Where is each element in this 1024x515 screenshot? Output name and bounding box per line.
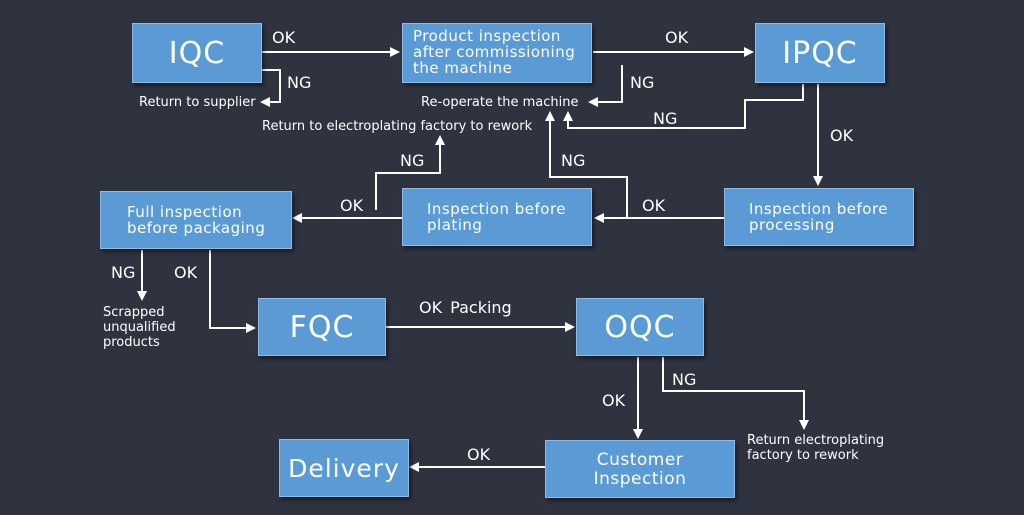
edge-label-oqc-ok: OK: [602, 391, 626, 410]
node-fqc-label: FQC: [289, 309, 355, 345]
arrow-plating-ng-to-reoperate: [545, 111, 628, 218]
edge-label-oqc-ng: NG: [672, 370, 697, 389]
edge-label-plating-ng-machine: NG: [561, 151, 586, 170]
note-return-electroplating: Return to electroplating factory to rewo…: [262, 119, 533, 134]
node-commissioning: Product inspection after commissioning t…: [402, 23, 592, 83]
edge-label-ipqc-ng: NG: [653, 109, 678, 128]
edge-label-full-ng: NG: [111, 263, 136, 282]
node-ipqc-label: IPQC: [782, 35, 858, 71]
note-return-electroplating-2: Return electroplating factory to rework: [747, 433, 885, 463]
arrow-full-ok-to-fqc: [209, 250, 256, 333]
node-ipqc: IPQC: [755, 23, 885, 83]
edge-label-plating-ng-rework: NG: [400, 151, 425, 170]
node-iqc: IQC: [132, 23, 262, 83]
node-full-inspection-label: Full inspection before packaging: [127, 203, 266, 237]
node-oqc-label: OQC: [604, 309, 676, 345]
node-delivery-label: Delivery: [288, 453, 400, 483]
note-reoperate: Re-operate the machine: [421, 95, 579, 110]
edge-label-iqc-ng: NG: [287, 73, 312, 92]
note-return-supplier: Return to supplier: [139, 95, 256, 110]
arrow-ipqc-ng-to-reoperate: [563, 84, 804, 129]
arrow-commissioning-ng-to-reoperate: [588, 65, 623, 107]
note-scrapped: Scrapped unqualified products: [103, 305, 176, 350]
node-before-plating-label: Inspection before plating: [427, 200, 567, 234]
arrow-plating-ng-to-rework: [375, 135, 445, 210]
node-before-processing: Inspection before processing: [724, 188, 914, 246]
node-before-plating: Inspection before plating: [402, 188, 592, 246]
edge-label-commissioning-ok: OK: [665, 28, 689, 47]
edge-label-plating-ok: OK: [340, 196, 364, 215]
node-customer-inspection-label: Customer Inspection: [593, 450, 687, 489]
edge-label-full-ok: OK: [174, 263, 198, 282]
edge-label-iqc-ok: OK: [272, 28, 296, 47]
edge-label-commissioning-ng: NG: [630, 73, 655, 92]
node-delivery: Delivery: [279, 439, 409, 497]
edge-label-customer-ok: OK: [467, 445, 491, 464]
node-full-inspection: Full inspection before packaging: [100, 191, 292, 249]
arrow-oqc-ng-to-rework: [662, 357, 809, 430]
node-commissioning-label: Product inspection after commissioning t…: [413, 27, 576, 77]
edge-label-fqc-ok-packing: OK Packing: [419, 298, 512, 317]
node-iqc-label: IQC: [168, 35, 226, 71]
node-before-processing-label: Inspection before processing: [749, 200, 889, 234]
arrow-iqc-ng-to-supplier: [260, 69, 281, 107]
node-fqc: FQC: [258, 298, 386, 356]
node-customer-inspection: Customer Inspection: [545, 440, 735, 498]
node-oqc: OQC: [576, 298, 704, 356]
edge-label-processing-ok: OK: [642, 196, 666, 215]
edge-label-ipqc-ok: OK: [830, 126, 854, 145]
